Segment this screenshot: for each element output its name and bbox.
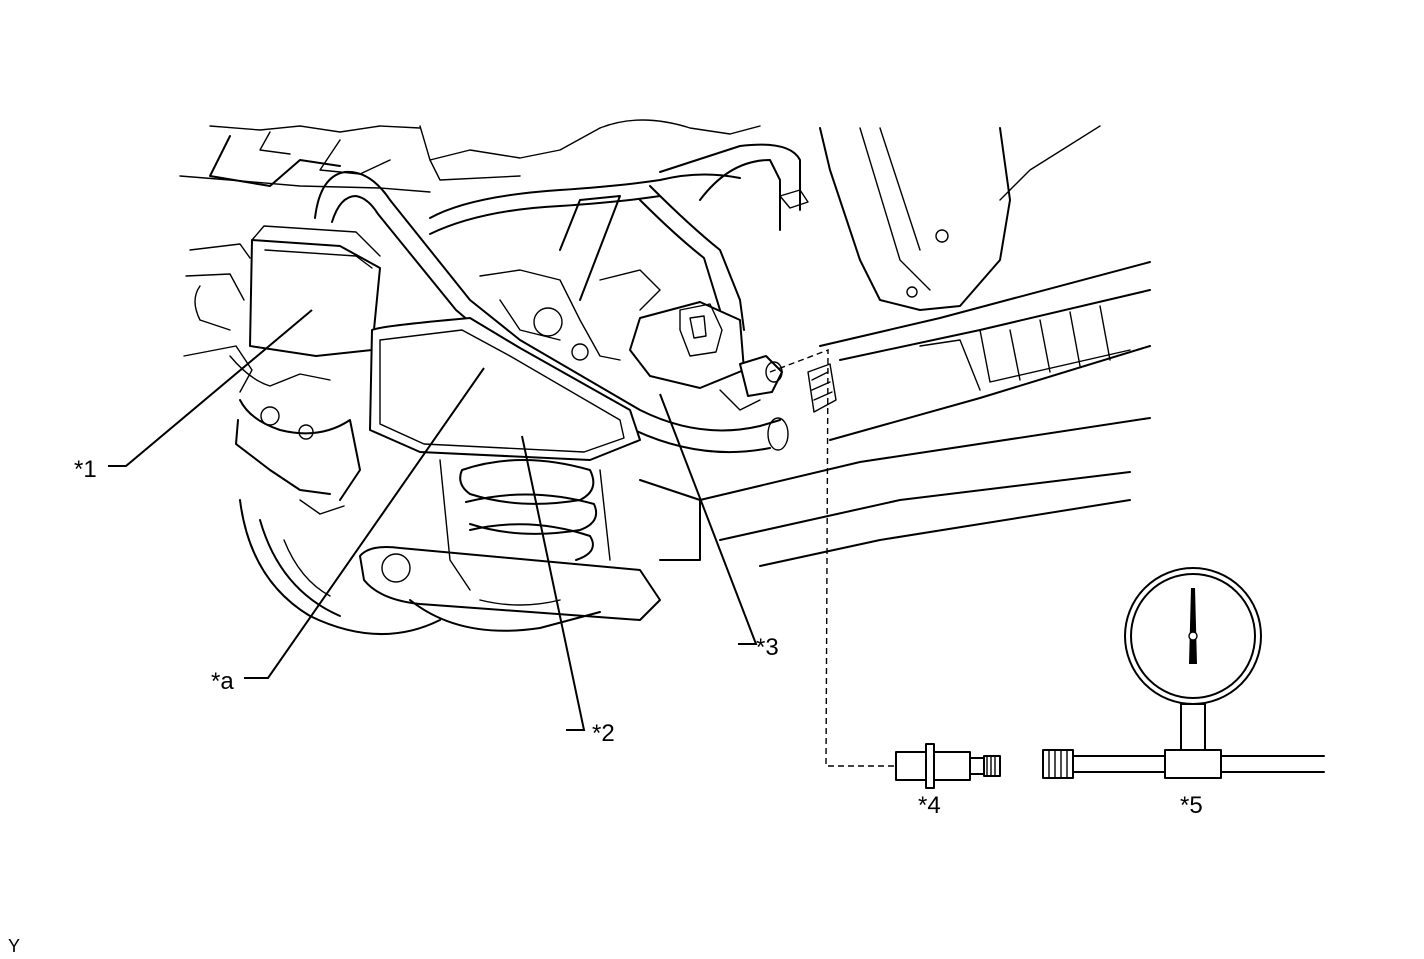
sensor-plug-icon [895,743,1001,789]
callout-label-3: *3 [756,634,779,661]
callout-label-2: *2 [592,720,615,747]
leader-3 [659,393,758,645]
leader-a [244,367,485,679]
figure-code: Y [8,936,20,956]
leader-2 [521,435,586,731]
callout-leaders [108,309,758,731]
callout-label-1: *1 [74,456,97,483]
callout-label-4: *4 [918,792,941,819]
pressure-gauge-icon [1042,567,1325,779]
callout-label-a: *a [211,668,234,695]
engine-underbody-illustration [179,119,1151,635]
leader-1 [108,309,313,467]
callout-label-5: *5 [1180,792,1203,819]
removal-dashed-leader [769,348,894,767]
